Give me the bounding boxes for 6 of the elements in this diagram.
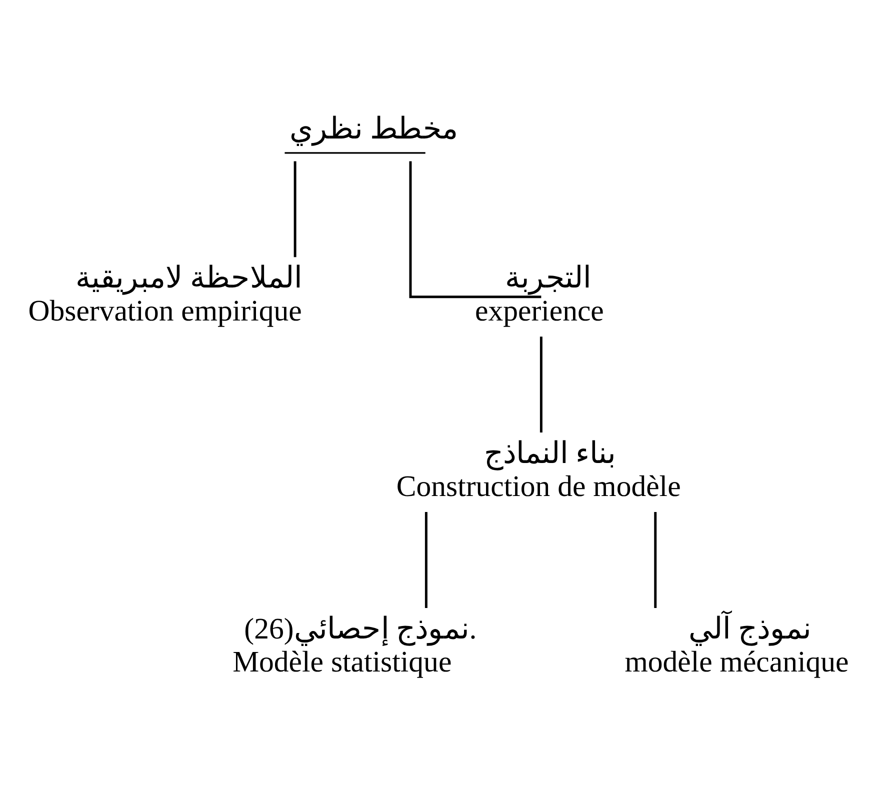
connector — [294, 160, 296, 257]
connector — [540, 336, 542, 432]
connector — [424, 511, 428, 608]
connector — [409, 160, 542, 298]
node-text: مخطط نظري — [290, 112, 458, 146]
connector — [654, 511, 657, 608]
